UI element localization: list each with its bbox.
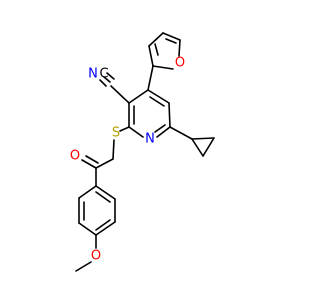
bond [165,38,177,44]
bond [85,155,99,164]
structure-svg: O N C N S O O [70,32,215,272]
bond [78,222,97,236]
bond [106,72,115,80]
bond [81,159,97,169]
bond [110,85,130,104]
bond [202,137,215,157]
bond [128,89,149,104]
bond [95,221,116,236]
bond [148,32,164,47]
bond [156,126,171,138]
sulfur-label: S [112,126,120,141]
bond [95,185,116,200]
atom-labels: O N C N S O O [70,56,185,264]
molecule-diagram: O N C N S O O [70,32,215,272]
bond [169,126,193,140]
bond [75,261,92,272]
furan-oxygen-label: O [175,56,185,71]
pyridine-nitrogen-label: N [145,132,155,147]
bond [95,158,114,169]
bond [152,65,174,70]
bond [149,96,165,107]
bond [112,139,115,160]
bond [95,191,111,203]
bond [162,32,181,41]
carbonyl-oxygen-label: O [70,149,80,164]
bond [78,185,97,199]
bond [128,126,144,138]
bond [154,124,166,133]
bond [147,89,170,104]
bond [103,76,111,83]
bond [95,219,111,231]
bond [191,138,204,157]
bond [147,65,154,91]
bond [168,102,171,128]
bonds [75,32,215,272]
bond [191,137,215,140]
bond [99,79,107,87]
methoxy-oxygen-label: O [91,249,101,264]
nitrile-nitrogen-label: N [88,67,98,82]
bond [154,43,159,56]
bond [119,126,130,132]
nitrile-carbon-label: C [99,67,108,82]
bond [148,45,154,67]
bond [178,39,181,57]
